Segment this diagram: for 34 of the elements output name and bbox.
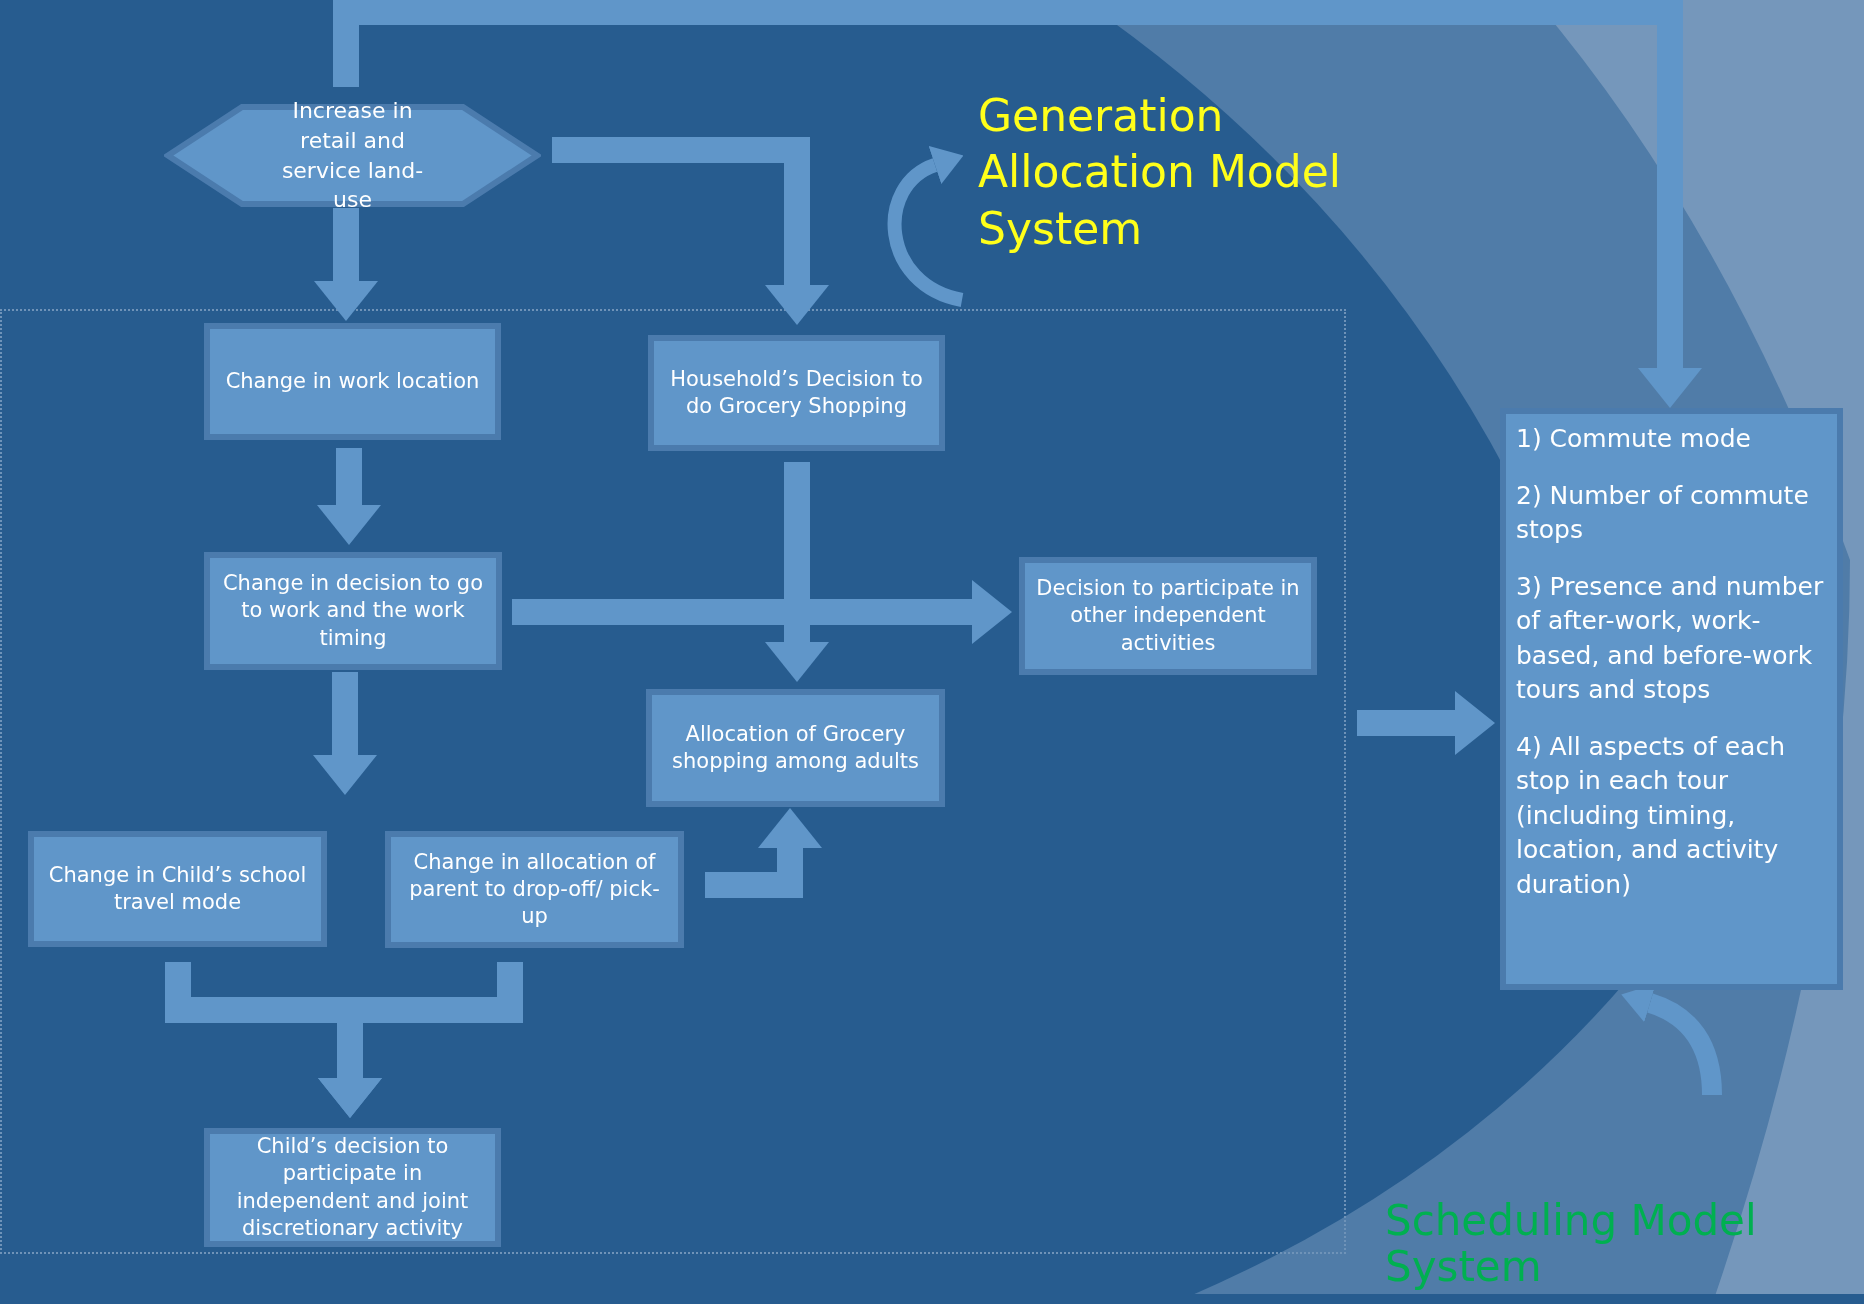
node-text: Change in work location bbox=[225, 367, 480, 395]
process-box bbox=[648, 335, 945, 451]
node-text: Child’s decision to participate in independent and joint discretionary activity bbox=[235, 1132, 470, 1242]
block-arrow bbox=[317, 448, 381, 545]
section-title: Scheduling Model System bbox=[1385, 1198, 1758, 1291]
node-text: Change in Child’s school travel mode bbox=[47, 861, 308, 916]
process-box bbox=[385, 831, 684, 948]
list-item: 2) Number of commute stops bbox=[1516, 479, 1810, 546]
block-arrow bbox=[552, 137, 829, 325]
list-panel bbox=[1500, 408, 1843, 990]
block-arrow bbox=[318, 962, 523, 1118]
section-title: Generation Allocation Model System bbox=[978, 89, 1342, 256]
process-box bbox=[1019, 557, 1317, 675]
block-arrow bbox=[512, 580, 1012, 644]
process-box bbox=[204, 1128, 501, 1247]
hexagon-shape bbox=[164, 103, 541, 208]
block-arrow bbox=[765, 462, 829, 682]
dotted-region bbox=[0, 309, 1346, 1254]
process-box bbox=[204, 552, 502, 670]
node-text: Increase in retail and service land-use bbox=[280, 97, 425, 215]
process-box bbox=[646, 689, 945, 807]
node-text: Decision to participate in other independent activities bbox=[1035, 575, 1301, 657]
block-arrow bbox=[313, 672, 377, 795]
node-text: Household’s Decision to do Grocery Shopping bbox=[669, 365, 924, 420]
process-box bbox=[204, 323, 501, 440]
node-text: Change in allocation of parent to drop-off/ pick-up bbox=[408, 848, 661, 931]
list-item: 3) Presence and number of after-work, work-based, and before-work tours and stops bbox=[1516, 570, 1825, 706]
list-item: 1) Commute mode bbox=[1516, 423, 1751, 455]
list-item: 4) All aspects of each stop in each tour (including timing, location, and activity duration) bbox=[1516, 730, 1786, 901]
node-text: Allocation of Grocery shopping among adults bbox=[671, 720, 920, 775]
node-text: Change in decision to go to work and the work timing bbox=[221, 570, 485, 652]
block-arrow bbox=[1357, 691, 1495, 755]
process-box bbox=[28, 831, 327, 947]
block-arrow bbox=[314, 208, 378, 321]
